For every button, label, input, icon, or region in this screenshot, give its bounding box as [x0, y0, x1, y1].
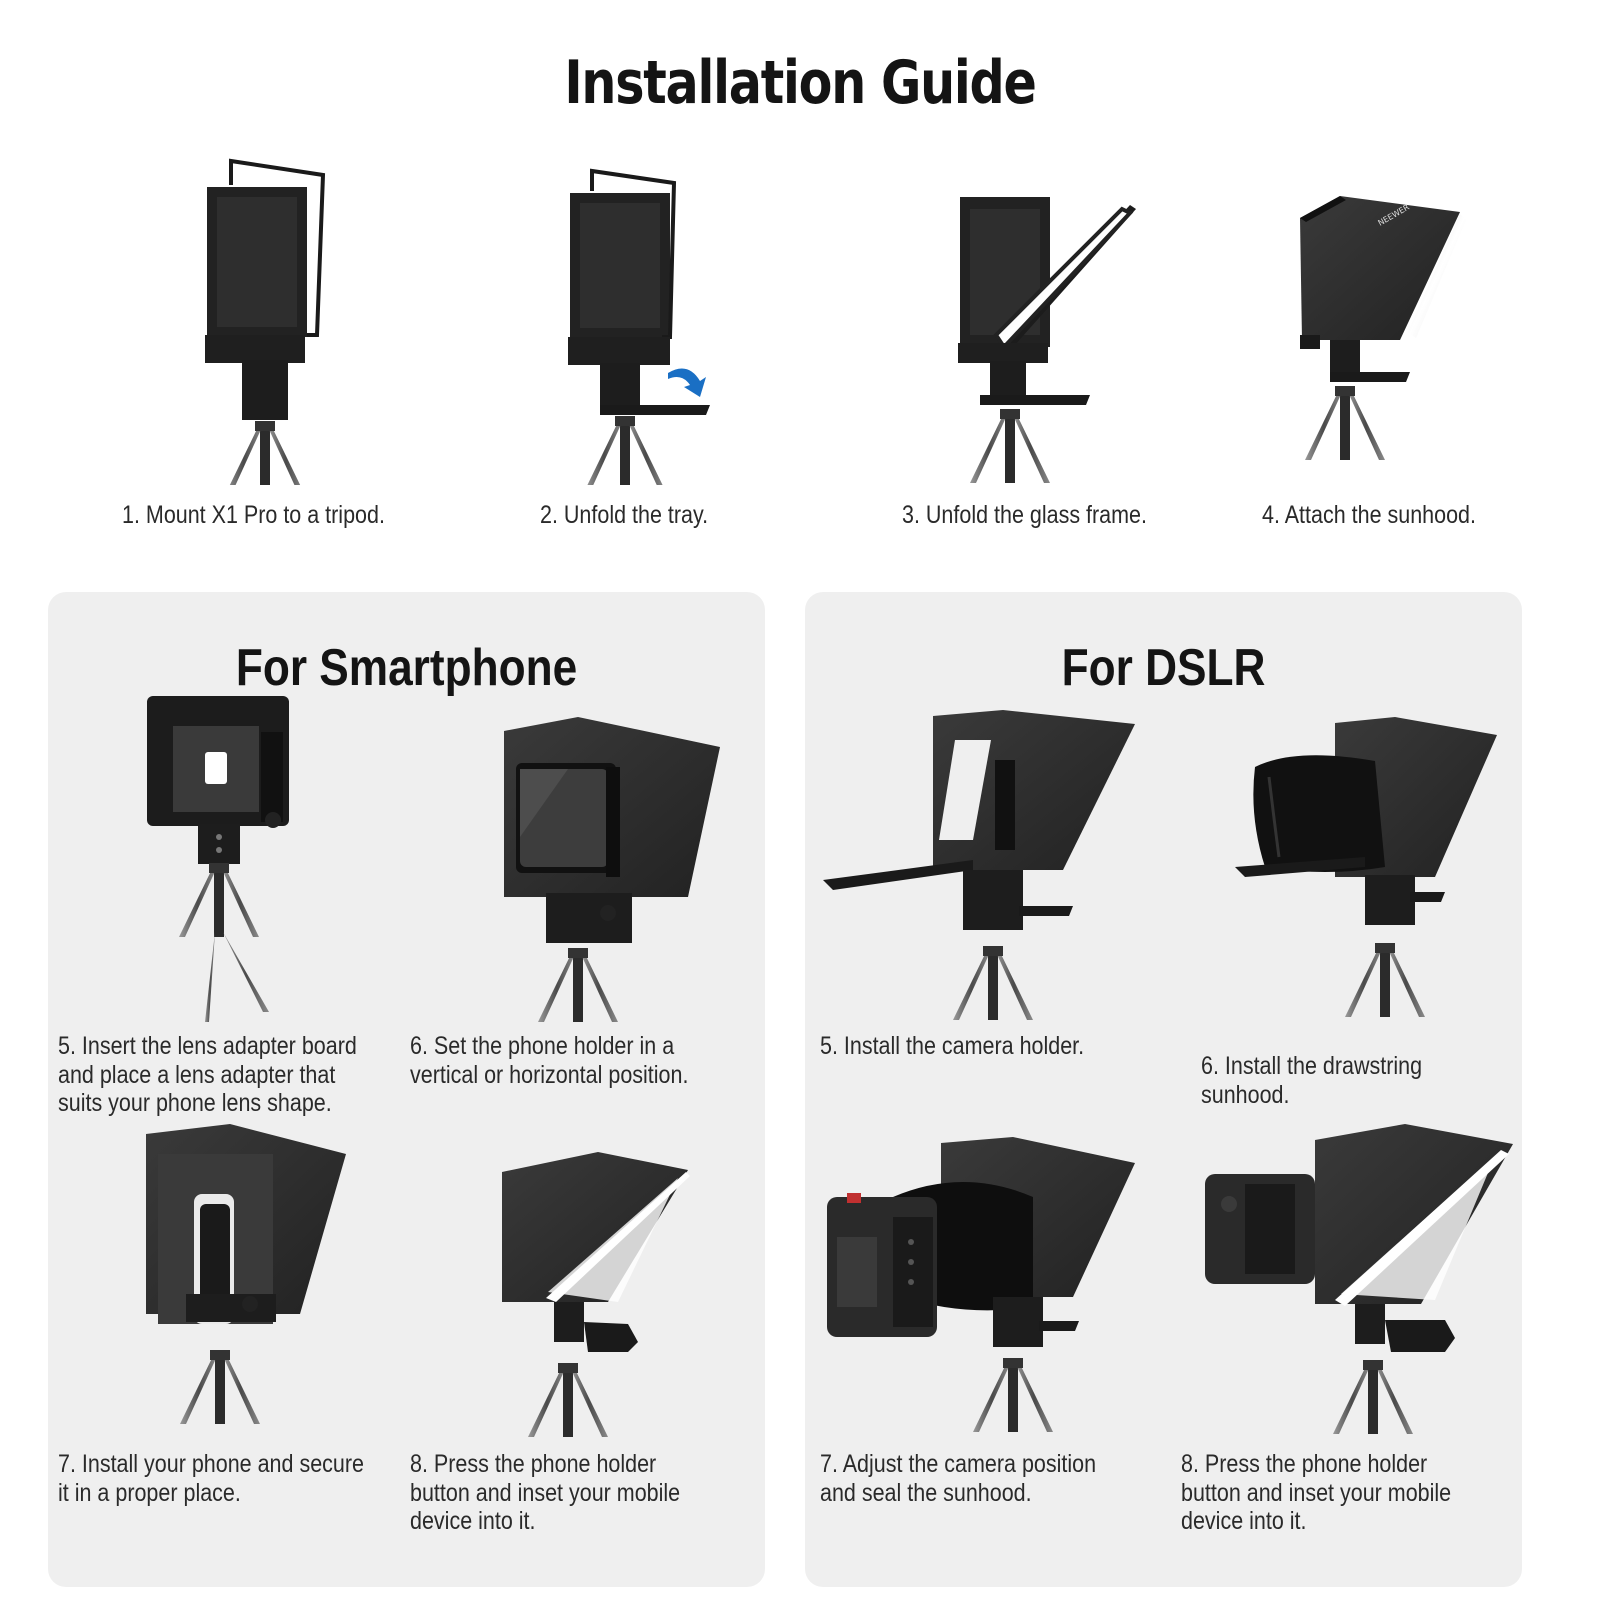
smartphone-step-7-caption: 7. Install your phone and secure it in a… [58, 1450, 364, 1507]
dslr-step-8-image [1205, 1124, 1515, 1439]
dslr-panel-title: For DSLR [1061, 639, 1266, 697]
smartphone-step-8-caption: 8. Press the phone holder button and ins… [410, 1450, 681, 1535]
page-title: Installation Guide [564, 48, 1037, 118]
smartphone-step-6-caption: 6. Set the phone holder in a vertical or… [410, 1032, 689, 1089]
dslr-step-6-image [1235, 717, 1505, 1027]
dslr-step-5-image [823, 710, 1143, 1030]
step-1-caption: 1. Mount X1 Pro to a tripod. [122, 501, 385, 529]
dslr-step-7-image [823, 1137, 1143, 1437]
curved-arrow-icon [668, 368, 706, 397]
smartphone-panel-title: For Smartphone [235, 639, 578, 697]
step-3-image [950, 185, 1140, 485]
step-1-image [195, 155, 335, 495]
smartphone-step-8-image [498, 1152, 698, 1442]
dslr-step-5-caption: 5. Install the camera holder. [820, 1032, 1085, 1060]
dslr-step-6-caption: 6. Install the drawstring sunhood. [1201, 1052, 1423, 1109]
dslr-step-8-caption: 8. Press the phone holder button and ins… [1181, 1450, 1452, 1535]
step-3-caption: 3. Unfold the glass frame. [902, 501, 1147, 529]
smartphone-step-7-image [140, 1124, 355, 1434]
smartphone-step-5-image [143, 692, 293, 1022]
step-4-caption: 4. Attach the sunhood. [1262, 501, 1476, 529]
dslr-step-7-caption: 7. Adjust the camera position and seal t… [820, 1450, 1097, 1507]
smartphone-panel: For Smartphone 5. Insert the lens adapte… [48, 592, 765, 1587]
smartphone-step-6-image [498, 717, 728, 1022]
step-2-image [560, 165, 730, 490]
smartphone-step-5-caption: 5. Insert the lens adapter board and pla… [58, 1032, 357, 1117]
dslr-panel: For DSLR 5. Install the camera holder. 6… [805, 592, 1522, 1587]
step-2-caption: 2. Unfold the tray. [540, 501, 709, 529]
step-4-image: NEEWER [1290, 190, 1470, 485]
